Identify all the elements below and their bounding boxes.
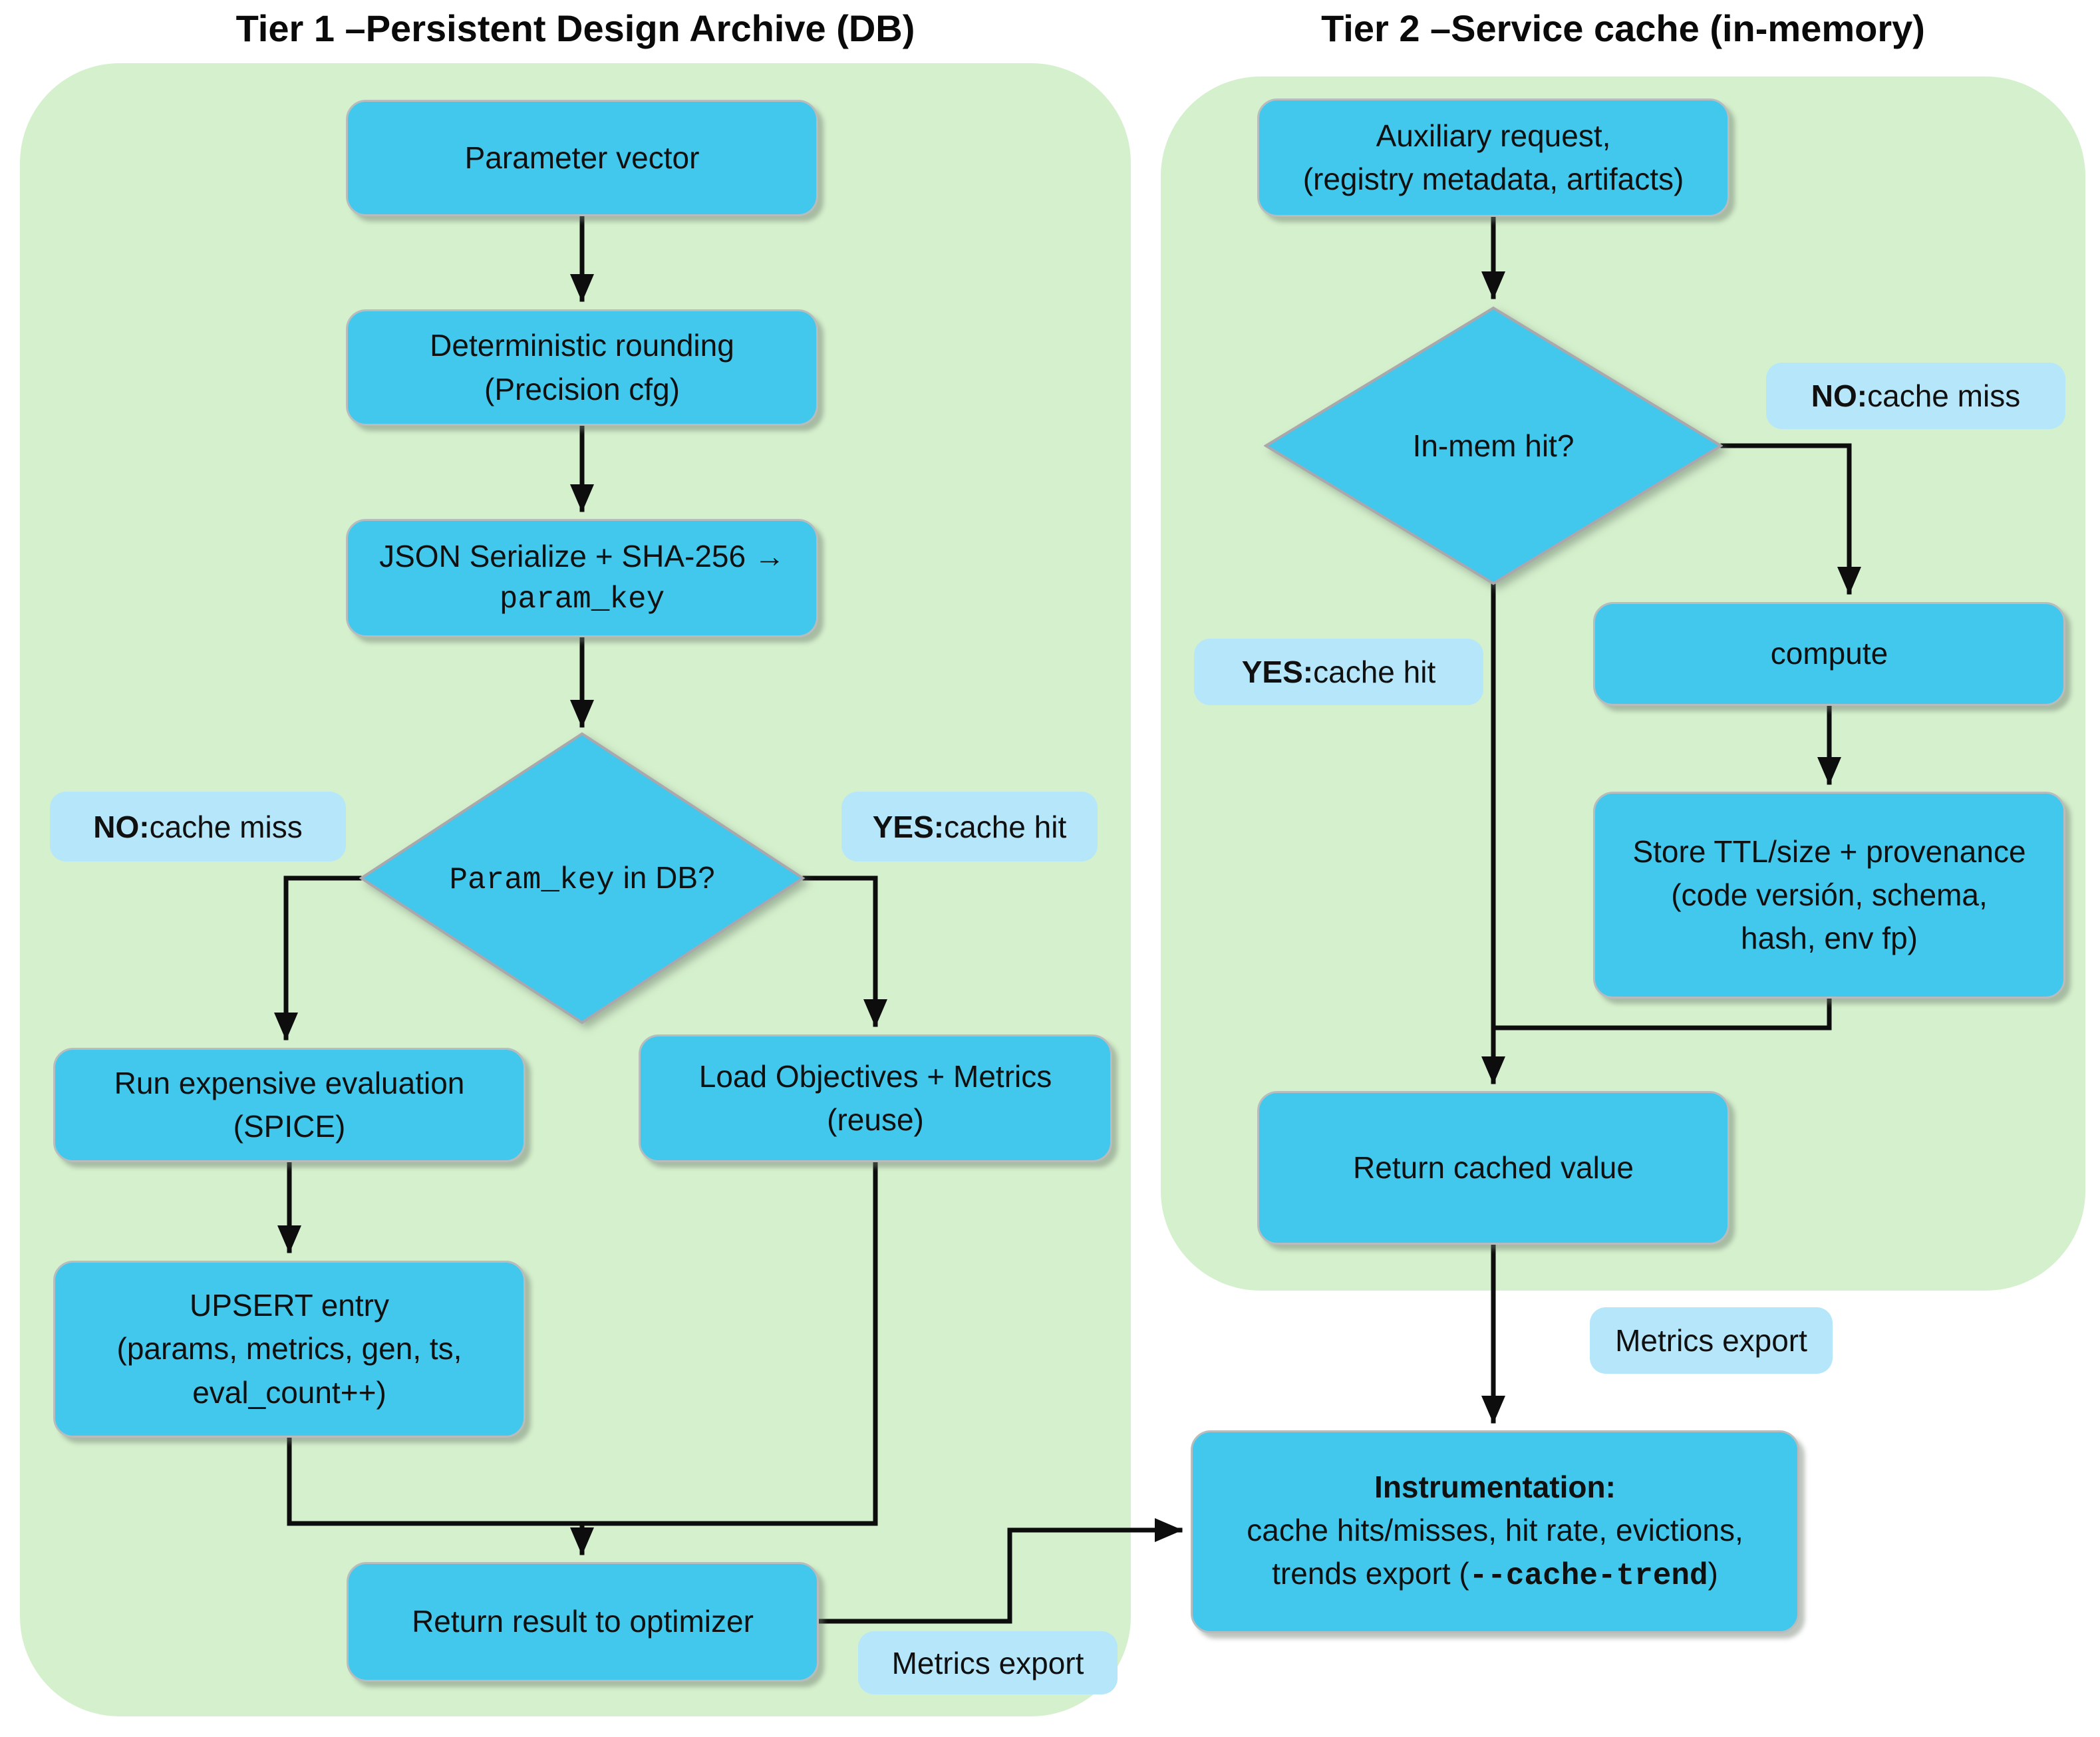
node-line: Load Objectives + Metrics — [698, 1058, 1052, 1094]
label-rest: cache miss — [149, 809, 303, 844]
node-line: (params, metrics, gen, ts, — [116, 1331, 462, 1366]
node-line: (reuse) — [827, 1102, 924, 1137]
node-line: cache hits/misses, hit rate, evictions, — [1247, 1512, 1743, 1547]
decision-text: Param_key in DB? — [449, 860, 714, 897]
node-line: (Precision cfg) — [484, 371, 680, 406]
node-label: Return cached value — [1353, 1150, 1634, 1185]
node-line: UPSERT entry — [190, 1288, 389, 1323]
instr-line3-post: ) — [1708, 1556, 1718, 1591]
label-rest: cache miss — [1867, 379, 2021, 413]
node-line: JSON Serialize + SHA-256 → — [379, 538, 785, 573]
param-key-code: param_key — [499, 582, 665, 617]
label-prefix: YES: — [872, 809, 945, 844]
node-line: Store TTL/size + provenance — [1632, 834, 2026, 869]
label-rest: cache hit — [1313, 655, 1436, 689]
label-metrics-export-tier1: Metrics export — [858, 1631, 1118, 1694]
label-no-cache-miss-tier1: NO: cache miss — [50, 792, 346, 862]
node-return-cached-value: Return cached value — [1257, 1091, 1729, 1245]
node-line: hash, env fp) — [1741, 921, 1918, 956]
instr-line3-pre: trends export ( — [1272, 1556, 1469, 1591]
node-auxiliary-request: Auxiliary request, (registry metadata, a… — [1257, 98, 1729, 217]
node-line: (registry metadata, artifacts) — [1302, 162, 1684, 196]
label-prefix: NO: — [1811, 379, 1868, 413]
label-prefix: YES: — [1241, 655, 1314, 689]
label-yes-cache-hit-tier1: YES: cache hit — [841, 792, 1098, 862]
node-compute: compute — [1593, 602, 2065, 706]
decision-param-key-in-db: Param_key in DB? — [359, 732, 805, 1025]
decision-in-mem-hit: In-mem hit? — [1264, 306, 1723, 585]
label-metrics-export-tier2: Metrics export — [1590, 1307, 1833, 1374]
label-text: Metrics export — [1615, 1323, 1807, 1358]
node-return-result: Return result to optimizer — [347, 1562, 819, 1682]
node-label: Parameter vector — [464, 140, 700, 175]
label-prefix: NO: — [93, 809, 150, 844]
node-deterministic-rounding: Deterministic rounding (Precision cfg) — [346, 309, 818, 426]
label-yes-cache-hit-tier2: YES: cache hit — [1194, 639, 1483, 705]
label-rest: cache hit — [944, 809, 1067, 844]
node-line: (code versión, schema, — [1671, 877, 1988, 912]
node-line: trends export (--cache-trend) — [1272, 1552, 1718, 1598]
node-json-serialize: JSON Serialize + SHA-256 → param_key — [346, 519, 818, 637]
decision-mono: Param_key — [449, 862, 615, 897]
node-line: eval_count++) — [192, 1374, 386, 1410]
node-store-ttl-provenance: Store TTL/size + provenance (code versió… — [1593, 792, 2065, 999]
node-label: compute — [1770, 636, 1888, 671]
decision-text: In-mem hit? — [1412, 428, 1575, 463]
node-label: Return result to optimizer — [412, 1604, 754, 1639]
node-parameter-vector: Parameter vector — [346, 100, 818, 216]
label-text: Metrics export — [891, 1645, 1084, 1680]
node-line: Deterministic rounding — [430, 328, 734, 363]
node-instrumentation: Instrumentation: cache hits/misses, hit … — [1191, 1430, 1799, 1633]
node-line: Auxiliary request, — [1376, 118, 1611, 153]
node-run-evaluation: Run expensive evaluation (SPICE) — [53, 1048, 525, 1162]
diamond-shape — [359, 732, 805, 1025]
instrumentation-heading: Instrumentation: — [1374, 1469, 1616, 1504]
node-load-objectives: Load Objectives + Metrics (reuse) — [639, 1034, 1112, 1162]
node-line: (SPICE) — [233, 1109, 346, 1144]
tier1-title: Tier 1 –Persistent Design Archive (DB) — [235, 7, 915, 49]
decision-rest: in DB? — [614, 860, 715, 895]
node-line: Run expensive evaluation — [114, 1065, 465, 1100]
diamond-shape — [1264, 306, 1723, 585]
label-no-cache-miss-tier2: NO: cache miss — [1766, 363, 2065, 429]
cache-trend-flag: --cache-trend — [1469, 1559, 1708, 1594]
tier2-title: Tier 2 –Service cache (in-memory) — [1321, 7, 1925, 49]
node-upsert-entry: UPSERT entry (params, metrics, gen, ts, … — [53, 1261, 525, 1438]
